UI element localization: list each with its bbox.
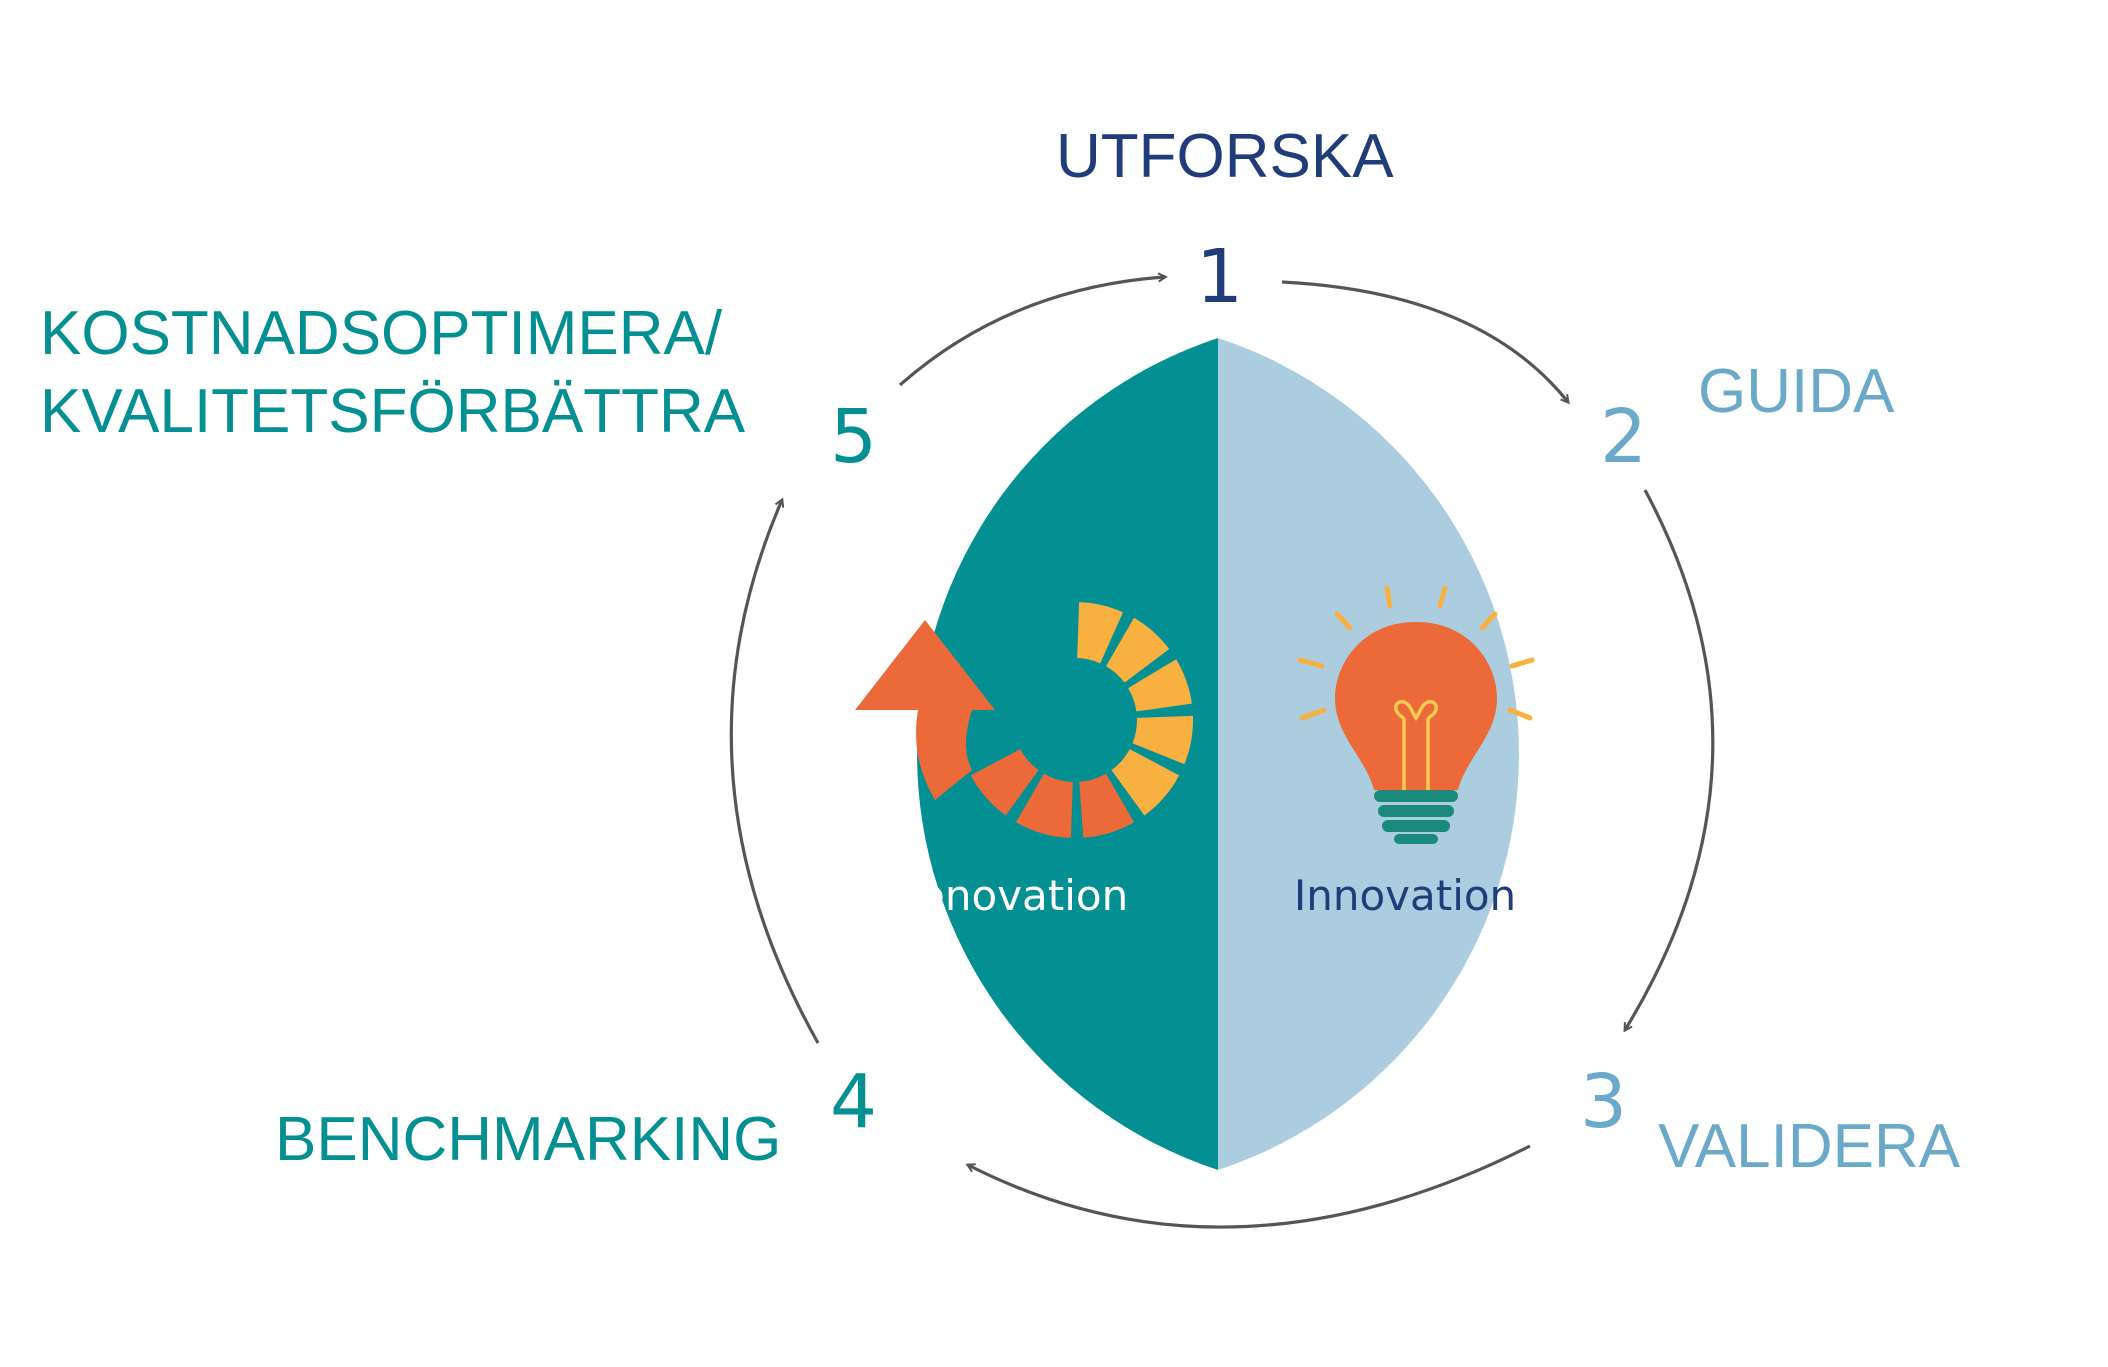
renovation-label: Renovation	[892, 871, 1129, 920]
renovation-half	[917, 338, 1218, 1170]
renovation-ring-segment-6	[1079, 773, 1134, 838]
renovation-up-arrow-icon	[855, 620, 995, 800]
renovation-ring-segment-2	[1106, 617, 1170, 683]
renovation-cycle-icon	[855, 602, 1193, 838]
renovation-ring-segment-1	[1077, 602, 1123, 664]
step-2-label: GUIDA	[1698, 357, 1895, 426]
cycle-arrows	[729, 277, 1715, 1229]
bulb-base	[1374, 790, 1458, 844]
step-5-label-line-2: KVALITETSFÖRBÄTTRA	[40, 377, 746, 446]
step-5-number: 5	[830, 394, 878, 480]
renovation-ring-segment-7	[1016, 773, 1073, 838]
renovation-ring-segment-8	[970, 749, 1039, 816]
step-3-number: 3	[1580, 1059, 1628, 1145]
step-4-number: 4	[830, 1059, 878, 1145]
step-5-label-line-1: KOSTNADSOPTIMERA/	[40, 299, 723, 368]
arrow-2-to-3	[1625, 489, 1715, 1030]
renovation-ring-segment-3	[1128, 659, 1192, 712]
bulb-rays	[1297, 585, 1535, 721]
step-2-number: 2	[1600, 394, 1648, 480]
step-1-number: 1	[1196, 234, 1244, 320]
arrow-3-to-4	[968, 1144, 1531, 1229]
renovation-ring-segment-4	[1132, 715, 1193, 765]
arrow-4-to-5	[729, 500, 820, 1044]
renovation-ring-segment-5	[1111, 749, 1180, 816]
arrow-1-to-2	[1281, 280, 1568, 402]
innovation-label: Innovation	[1294, 871, 1516, 920]
step-3-label: VALIDERA	[1658, 1112, 1961, 1181]
bulb-filament	[1394, 700, 1438, 790]
bulb-glass	[1335, 622, 1497, 790]
step-4-label: BENCHMARKING	[275, 1105, 782, 1174]
arrow-5-to-1	[898, 277, 1165, 387]
lightbulb-icon	[1297, 585, 1535, 844]
step-1-label: UTFORSKA	[1056, 122, 1394, 191]
